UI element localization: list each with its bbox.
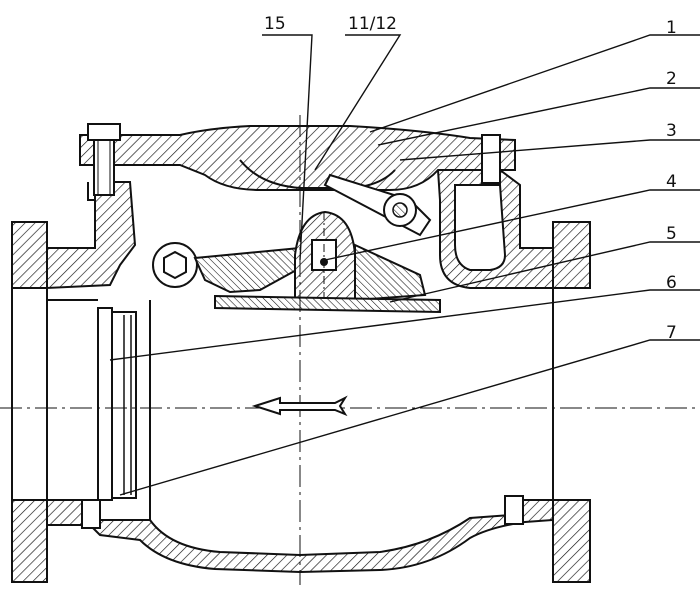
leader-lines <box>109 34 700 496</box>
callout-5: 5 <box>666 224 677 244</box>
callout-2: 2 <box>666 69 677 89</box>
flow-direction-arrow <box>251 395 348 417</box>
hinge-pin-left <box>152 242 198 288</box>
callout-11-12: 11/12 <box>348 14 397 34</box>
callout-15: 15 <box>264 14 286 34</box>
callout-1: 1 <box>666 18 677 38</box>
seat-ring <box>47 299 137 501</box>
callout-4: 4 <box>666 172 677 192</box>
disc-arm <box>193 246 301 294</box>
pipe-centerline <box>0 115 700 585</box>
right-flange <box>552 221 591 583</box>
left-flange <box>11 221 48 583</box>
hinge-pin-right <box>383 193 417 227</box>
bonnet-bolt-left <box>87 123 121 196</box>
body-wall-upper-left <box>46 181 137 290</box>
bonnet-bolt-right <box>481 134 501 184</box>
callout-7: 7 <box>666 323 677 343</box>
flange-bolt-bottom-left <box>81 499 101 529</box>
callout-labels: 15 11/12 1 2 3 4 5 6 7 <box>264 14 677 343</box>
callout-3: 3 <box>666 121 677 141</box>
valve-disc <box>214 294 441 314</box>
callout-6: 6 <box>666 273 677 293</box>
flange-bolt-bottom-right <box>504 495 524 525</box>
body-wall-upper-right <box>436 169 554 289</box>
